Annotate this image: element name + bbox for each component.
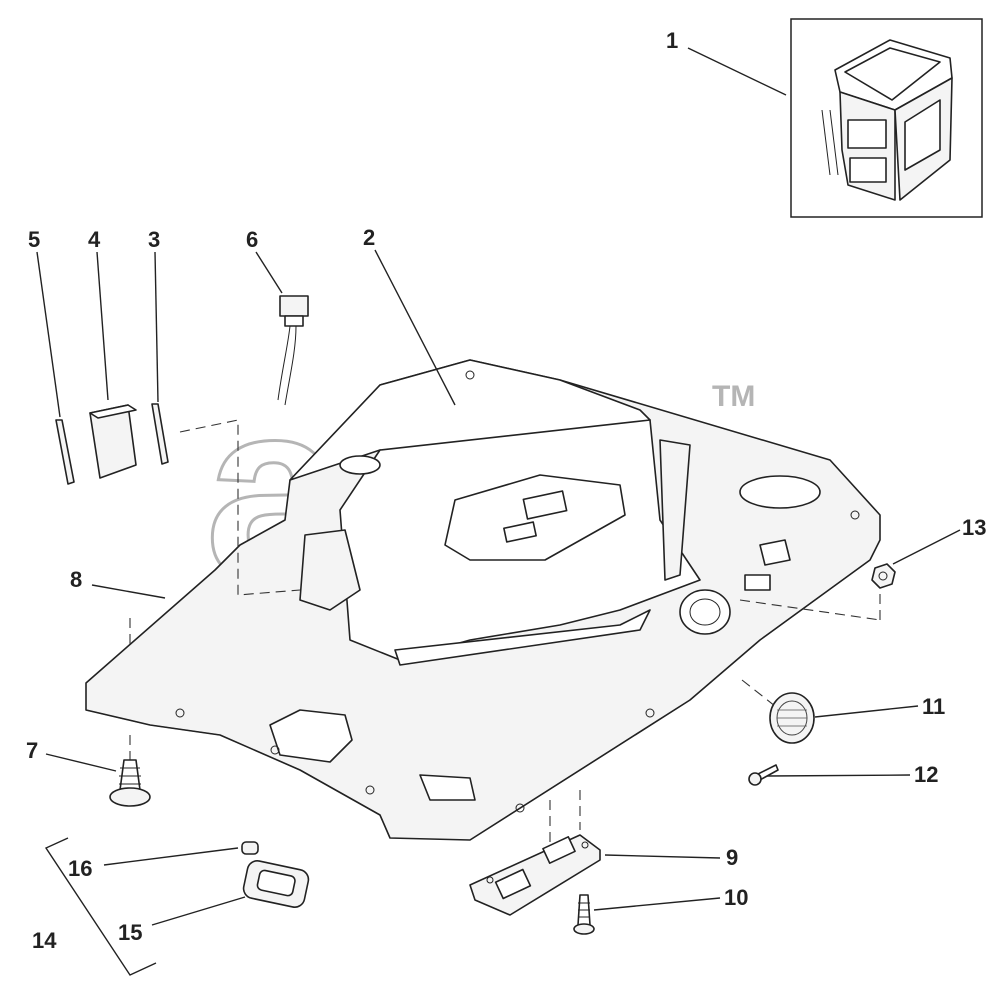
callout-labels: 1 2 3 4 5 6 7 8 9 10 11 12 13 14 15 16 bbox=[26, 28, 986, 953]
trademark-mark: TM bbox=[712, 380, 755, 413]
part-13-nut bbox=[871, 563, 896, 589]
callout-12: 12 bbox=[914, 762, 938, 787]
part-6-switch-with-wiring bbox=[277, 295, 309, 406]
part-8-headliner-panel bbox=[85, 359, 881, 841]
part-3-seal-strip bbox=[151, 403, 169, 465]
part-7-push-clip bbox=[109, 759, 151, 807]
part-10-screw bbox=[573, 894, 595, 935]
callout-6: 6 bbox=[246, 227, 258, 252]
callout-13: 13 bbox=[962, 515, 986, 540]
callout-14: 14 bbox=[32, 928, 57, 953]
callout-8: 8 bbox=[70, 567, 82, 592]
assembly-guide-lines bbox=[129, 419, 881, 870]
callout-11: 11 bbox=[922, 694, 945, 719]
callout-3: 3 bbox=[148, 227, 160, 252]
callout-10: 10 bbox=[724, 885, 748, 910]
cab-drawing bbox=[821, 39, 953, 201]
part-1-cab-inset bbox=[790, 18, 983, 218]
part-15-bezel bbox=[242, 860, 310, 908]
leader-lines bbox=[36, 47, 961, 926]
callout-1: 1 bbox=[666, 28, 678, 53]
part-12-screw bbox=[748, 764, 779, 786]
part-16-plug bbox=[241, 841, 259, 855]
callout-2: 2 bbox=[363, 225, 375, 250]
callout-16: 16 bbox=[68, 856, 92, 881]
callout-5: 5 bbox=[28, 227, 40, 252]
part-11-speaker-grille bbox=[769, 692, 815, 744]
callout-15: 15 bbox=[118, 920, 142, 945]
part-5-seal-strip bbox=[55, 419, 75, 485]
part-9-mounting-plate bbox=[469, 834, 601, 916]
part-14-group-bracket bbox=[44, 837, 157, 976]
callout-7: 7 bbox=[26, 738, 38, 763]
callout-9: 9 bbox=[726, 845, 738, 870]
part-4-foam-block bbox=[89, 404, 137, 479]
callout-4: 4 bbox=[88, 227, 101, 252]
